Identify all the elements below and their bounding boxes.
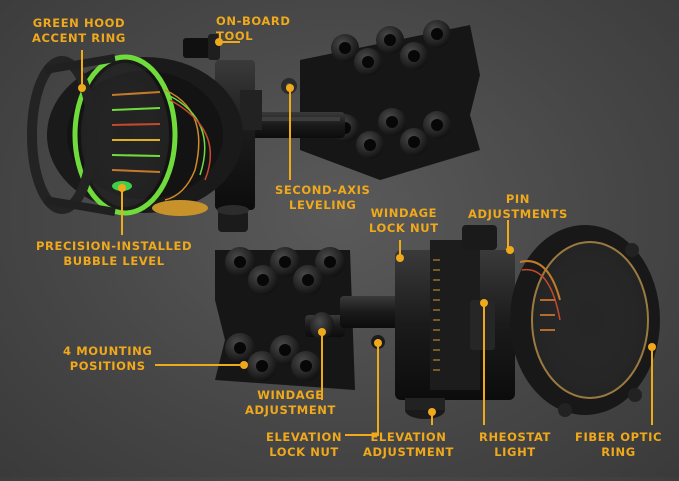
top-sight bbox=[27, 20, 480, 232]
bottom-mounting-bracket bbox=[215, 247, 355, 390]
top-mounting-bracket bbox=[300, 20, 480, 180]
fiber-optic-ring bbox=[531, 241, 649, 399]
callout-dots bbox=[78, 38, 656, 416]
green-hood-ring bbox=[72, 54, 178, 216]
bottom-sight bbox=[215, 225, 660, 419]
top-sight-pins bbox=[111, 89, 212, 201]
windage-adjustment-knob bbox=[310, 312, 334, 340]
callout-lines bbox=[81, 41, 653, 436]
rheostat-dial bbox=[470, 300, 495, 350]
